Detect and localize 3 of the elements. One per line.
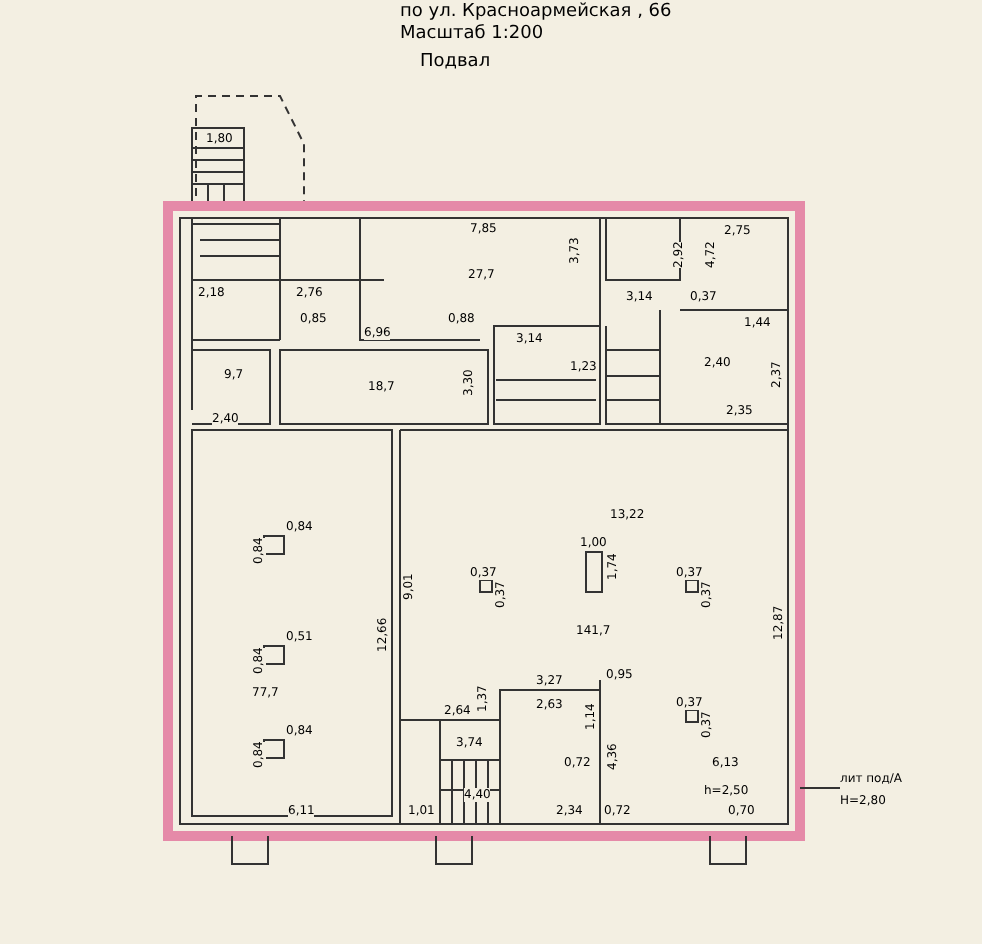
heading-text: Подвал (420, 52, 491, 72)
heading-text: по ул. Красноармейская , 66 (400, 2, 672, 22)
heading-text: Масштаб 1:200 (400, 24, 544, 44)
